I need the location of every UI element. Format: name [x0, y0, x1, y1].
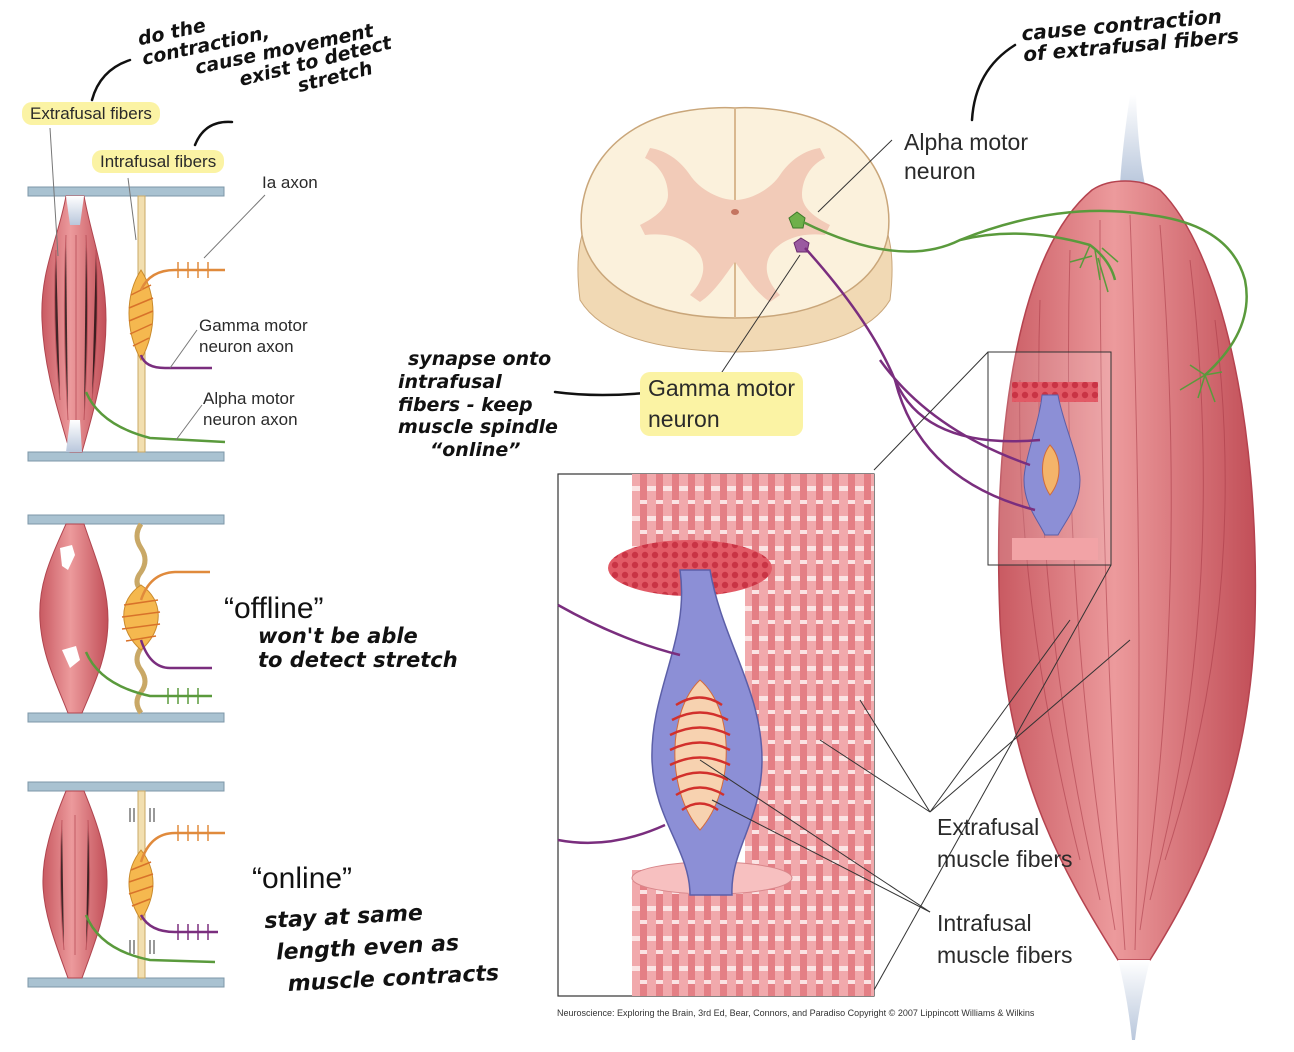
note-gamma-line5: “online”	[430, 439, 521, 462]
label-gamma-motor-neuron-line1: Gamma motor	[648, 375, 795, 401]
copyright-credit: Neuroscience: Exploring the Brain, 3rd E…	[557, 1008, 1035, 1018]
note-gamma-line1: synapse onto	[408, 348, 552, 370]
ia-axon	[139, 268, 225, 291]
label-extrafusal-fibers: Extrafusal fibers	[22, 102, 160, 126]
zoom-inset	[557, 473, 1131, 997]
note-offline-line2: to detect stretch	[258, 648, 458, 673]
note-gamma-line3: fibers - keep	[398, 393, 533, 416]
label-alpha-axon-line1: Alpha motor	[203, 389, 295, 408]
label-alpha-motor-neuron: Alpha motor neuron	[904, 128, 1028, 186]
label-alpha-axon-line2: neuron axon	[203, 410, 298, 430]
note-arrow-extrafusal	[90, 58, 132, 102]
top-plate	[27, 186, 225, 197]
alpha-motor-neuron	[788, 211, 806, 229]
spindle	[128, 269, 154, 362]
gamma-axon	[139, 354, 212, 370]
label-alpha-motor-neuron-line1: Alpha motor	[904, 129, 1029, 155]
note-arrow-alpha	[970, 43, 1017, 122]
label-intrafusal-muscle-fibers: Intrafusal muscle fibers	[937, 908, 1072, 971]
label-intrafusal-muscle-line1: Intrafusal	[937, 910, 1032, 936]
note-offline-line1: won't be able	[258, 624, 418, 648]
label-alpha-motor-neuron-line2: neuron	[904, 157, 976, 184]
label-gamma-motor-neuron: Gamma motor neuron	[640, 372, 803, 437]
label-alpha-axon: Alpha motor neuron axon	[203, 388, 298, 431]
label-online: “online”	[252, 862, 353, 895]
label-offline: “offline”	[224, 592, 324, 625]
contracted-muscle	[39, 523, 109, 714]
bottom-plate	[27, 451, 225, 462]
panel-normal	[27, 127, 266, 462]
note-online: stay at same length even as muscle contr…	[264, 894, 500, 1002]
label-gamma-motor-neuron-line2: neuron	[648, 406, 720, 433]
label-gamma-axon-line2: neuron axon	[199, 337, 294, 357]
panel-online	[27, 781, 225, 988]
label-extrafusal-muscle-fibers: Extrafusal muscle fibers	[937, 812, 1072, 875]
label-gamma-axon-line1: Gamma motor	[199, 316, 308, 335]
note-gamma-line2: intrafusal	[398, 370, 502, 393]
note-gamma-line4: muscle spindle	[398, 416, 558, 439]
label-extrafusal-muscle-line1: Extrafusal	[937, 814, 1040, 840]
alpha-axon	[84, 391, 226, 444]
label-ia-axon: Ia axon	[262, 173, 318, 192]
label-extrafusal-muscle-line2: muscle fibers	[937, 845, 1073, 872]
intrafusal-fibers-zoom	[674, 679, 727, 831]
panel-offline	[27, 514, 225, 723]
note-arrow-intrafusal	[193, 120, 234, 147]
label-intrafusal-fibers: Intrafusal fibers	[92, 150, 225, 174]
note-offline: won't be able to detect stretch	[258, 624, 458, 672]
spinal-cord	[577, 106, 893, 353]
whole-muscle	[987, 95, 1257, 1040]
note-gamma: synapse onto intrafusal fibers - keep mu…	[398, 348, 558, 462]
label-intrafusal-muscle-line2: muscle fibers	[937, 941, 1073, 968]
label-gamma-axon: Gamma motor neuron axon	[199, 315, 308, 358]
